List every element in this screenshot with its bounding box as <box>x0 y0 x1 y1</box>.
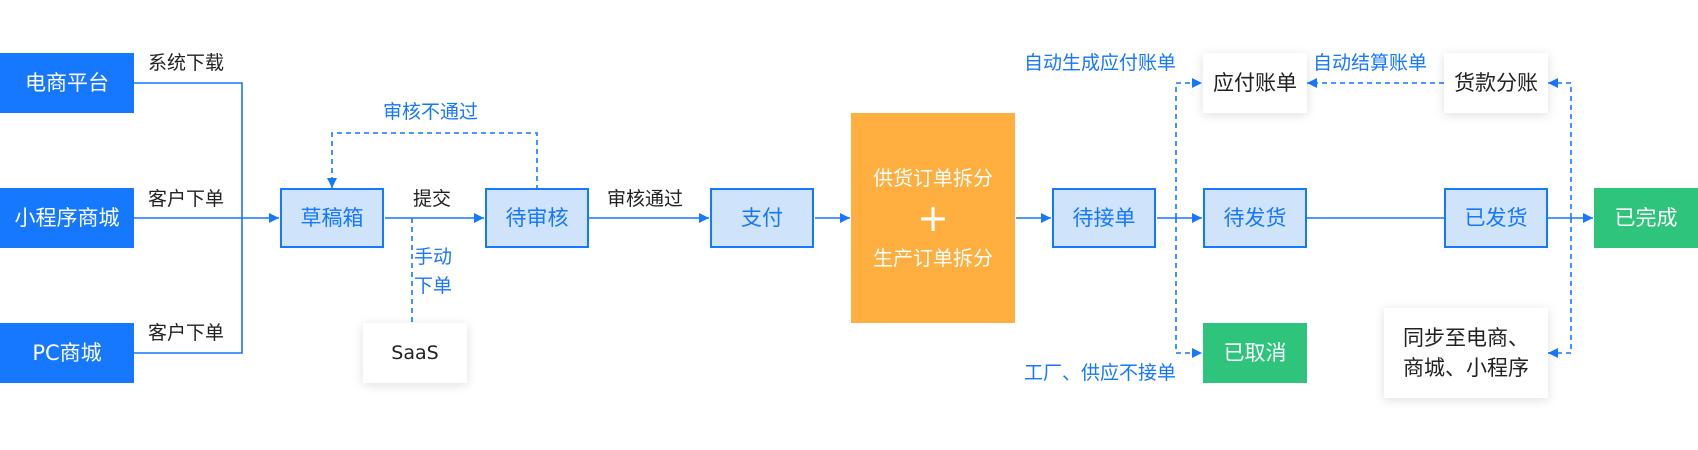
label-submit: 提交 <box>413 188 452 210</box>
connector-rejected-loop <box>327 132 538 190</box>
label-customer-order-mini: 客户下单 <box>148 188 225 210</box>
label-auto-payable: 自动生成应付账单 <box>1024 52 1177 74</box>
connector-to-sync <box>1548 218 1572 358</box>
node-sync-channels: 同步至电商、商城、小程序 <box>1384 308 1548 398</box>
label-review-passed: 审核通过 <box>607 188 684 210</box>
step-pending-accept: 待接单 <box>1052 188 1156 248</box>
connector-to-cancelled <box>1175 218 1202 358</box>
supply-order-split-label: 供货订单拆分 <box>873 166 993 190</box>
label-manual-order: 手动下单 <box>414 246 453 297</box>
source-ecommerce-platform: 电商平台 <box>0 53 134 113</box>
source-pc-mall: PC商城 <box>0 323 134 383</box>
node-saas: SaaS <box>363 323 467 383</box>
order-split-box: 供货订单拆分 + 生产订单拆分 <box>851 113 1015 323</box>
source-mini-program-mall: 小程序商城 <box>0 188 134 248</box>
plus-icon: + <box>917 196 949 240</box>
label-customer-order-pc: 客户下单 <box>148 322 225 344</box>
production-order-split-label: 生产订单拆分 <box>873 246 993 270</box>
step-completed: 已完成 <box>1594 188 1698 248</box>
connector-to-payable <box>1175 78 1202 218</box>
label-factory-reject: 工厂、供应不接单 <box>1024 362 1177 384</box>
connector-to-settlement <box>1548 78 1572 218</box>
node-payable-bill: 应付账单 <box>1203 53 1307 113</box>
step-shipped: 已发货 <box>1444 188 1548 248</box>
step-payment: 支付 <box>710 188 814 248</box>
label-review-rejected: 审核不通过 <box>383 101 479 123</box>
step-pending-review: 待审核 <box>485 188 589 248</box>
step-pending-ship: 待发货 <box>1203 188 1307 248</box>
label-auto-settlement: 自动结算账单 <box>1313 52 1428 74</box>
step-cancelled: 已取消 <box>1203 323 1307 383</box>
step-draft-box: 草稿箱 <box>280 188 384 248</box>
node-payment-settlement: 货款分账 <box>1444 53 1548 113</box>
label-system-download: 系统下载 <box>148 52 225 74</box>
